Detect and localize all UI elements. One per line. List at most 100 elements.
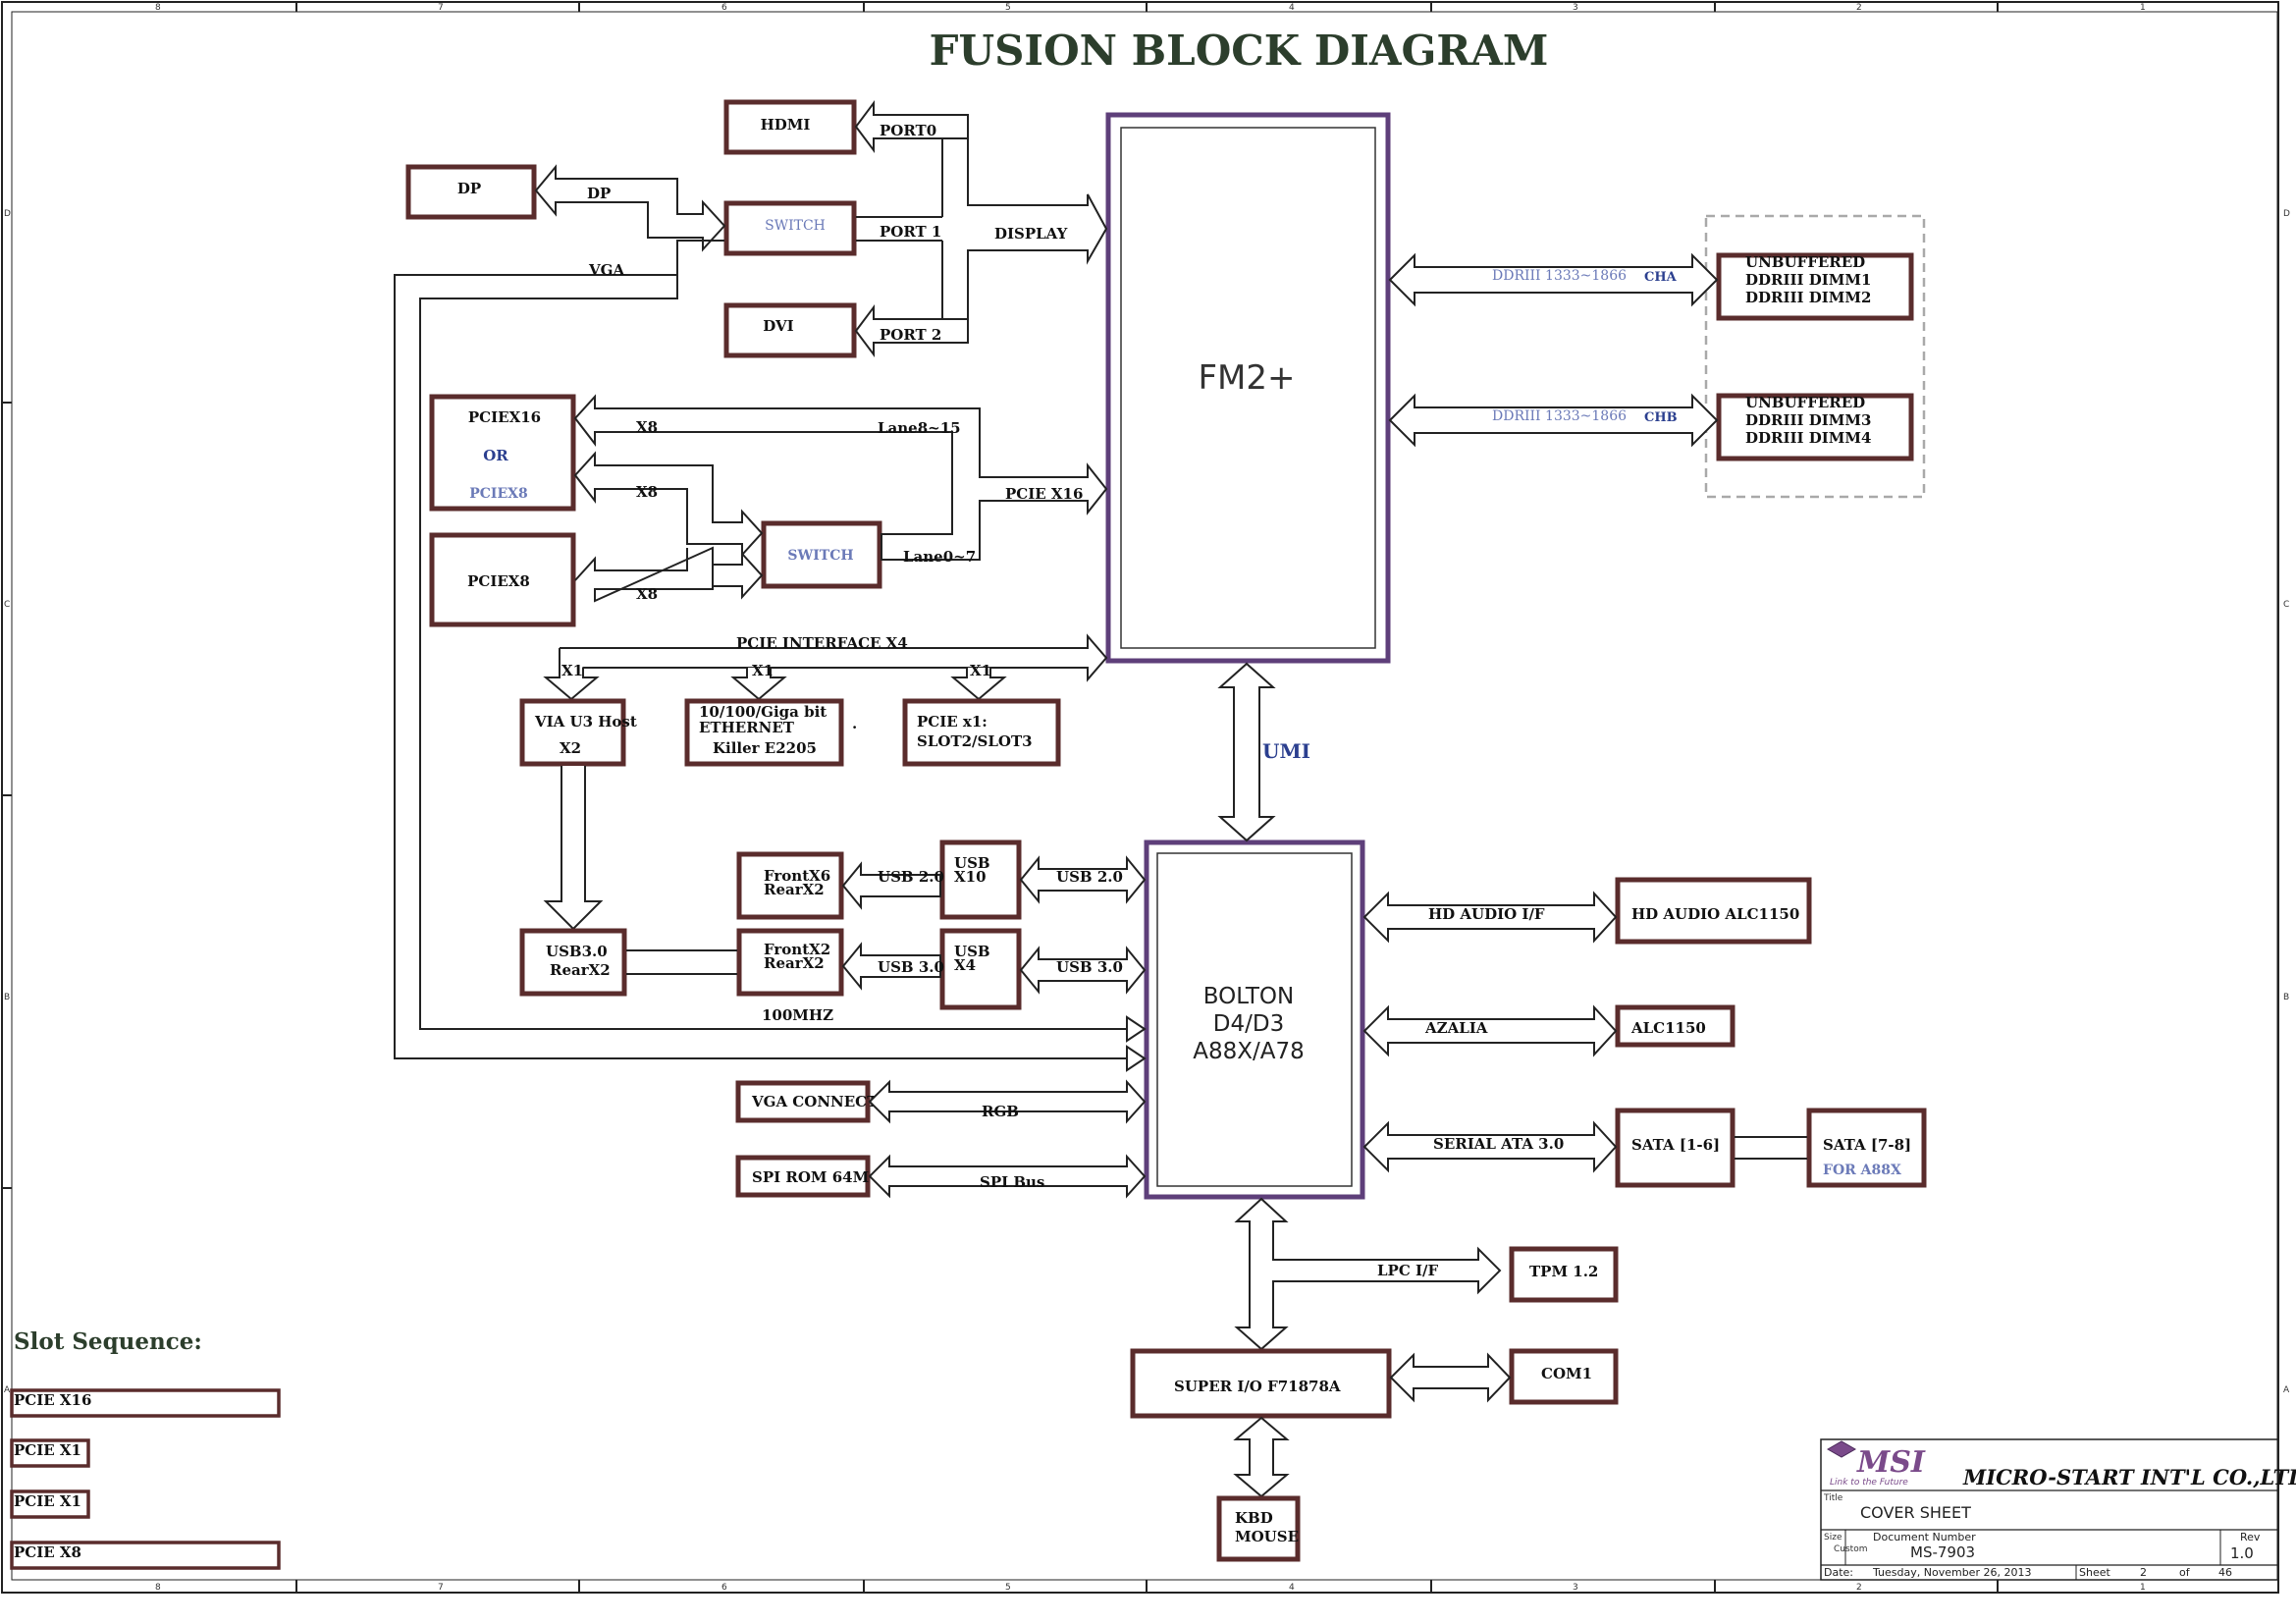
- pcie-x8-bottom-switch-arrow: [712, 551, 764, 600]
- of-field-label: of: [2179, 1566, 2191, 1579]
- col-label: 2: [1856, 1583, 1862, 1593]
- pcie-switch-label: SWITCH: [787, 548, 853, 564]
- ethernet-dot: .: [852, 715, 857, 732]
- col-label: 1: [2140, 3, 2146, 13]
- signal-vga: VGA: [588, 261, 624, 279]
- ethernet-line1: 10/100/Giga bit: [699, 703, 827, 721]
- usb30-rear-line2: RearX2: [550, 961, 611, 979]
- dimm-a-line3: DDRIII DIMM2: [1745, 289, 1871, 306]
- row-label: D: [4, 209, 11, 219]
- alc1150-block: [1615, 1004, 1735, 1048]
- via-u3-block: [519, 698, 626, 767]
- ethernet-line2: ETHERNET: [699, 719, 795, 736]
- signal-x1-c: X1: [970, 662, 991, 679]
- signal-port2: PORT 2: [880, 326, 941, 344]
- front-usb3-line1: FrontX2: [764, 941, 830, 958]
- col-label: 8: [155, 1583, 161, 1593]
- usb-x10-line1: USB: [954, 854, 990, 872]
- vga-connector-label: VGA CONNECTOR: [751, 1093, 903, 1110]
- signal-usb30-b: USB 3.0: [1056, 958, 1123, 976]
- signal-sata30: SERIAL ATA 3.0: [1433, 1135, 1564, 1153]
- col-label: 7: [438, 1583, 444, 1593]
- col-label: 4: [1289, 3, 1295, 13]
- col-label: 8: [155, 3, 161, 13]
- vga-spi-section: VGA CONNECTOR SPI ROM 64M RGB SPI Bus: [735, 1079, 1147, 1199]
- pcie-switch-block: [761, 520, 882, 589]
- col-label: 4: [1289, 1583, 1295, 1593]
- super-io-block: [1130, 1348, 1392, 1419]
- pcie-x16-label: PCIEX16: [468, 408, 541, 426]
- dimm-b-line3: DDRIII DIMM4: [1745, 429, 1871, 447]
- dimm-a-line1: UNBUFFERED: [1745, 253, 1865, 271]
- pcie-x1-slot-block: [902, 698, 1061, 767]
- sata-7-8-line2: FOR A88X: [1823, 1163, 1901, 1178]
- sheet-frame: 8 7 6 5 4 3 2 1 8 7 6 5 4 3 2 1 D C B A …: [1, 1, 2290, 1594]
- cpu-block: FM2+: [1105, 112, 1391, 664]
- usb-x10-line2: X10: [954, 868, 987, 886]
- front-usb3-line2: RearX2: [764, 954, 825, 972]
- diagram-title: FUSION BLOCK DIAGRAM: [930, 27, 1549, 75]
- row-label: C: [2283, 600, 2289, 610]
- signal-ddr-b: DDRIII 1333~1866: [1492, 408, 1627, 424]
- dimm-group-outline: [1704, 214, 1926, 499]
- signal-azalia: AZALIA: [1424, 1019, 1488, 1037]
- hdmi-block: [723, 99, 857, 155]
- row-label: A: [2283, 1385, 2290, 1395]
- dp-label: DP: [457, 180, 481, 197]
- signal-spi-bus: SPI Bus: [980, 1173, 1044, 1191]
- dvi-block: [723, 302, 857, 358]
- sheet-field-label: Sheet: [2079, 1566, 2110, 1579]
- usb3-hub-to-port-arrow: [841, 942, 941, 991]
- usb2-fch-arrow: [1019, 855, 1147, 904]
- com1-arrow: [1389, 1352, 1512, 1403]
- com1-label: COM1: [1541, 1365, 1592, 1382]
- docnum-field-label: Document Number: [1873, 1531, 1976, 1543]
- dp-block: [405, 164, 537, 220]
- azalia-bus-arrow: [1362, 1004, 1618, 1057]
- chb-bus-arrow: [1388, 393, 1719, 448]
- signal-umi: UMI: [1262, 739, 1310, 763]
- signal-x8-a: X8: [636, 418, 658, 436]
- usb30-rear-block: [519, 928, 627, 997]
- usb-x4-line1: USB: [954, 943, 990, 960]
- spi-rom-block: [735, 1155, 871, 1198]
- usb-x4-line2: X4: [954, 956, 976, 974]
- sata-bus-arrow: [1362, 1120, 1618, 1173]
- docnum-field-value: MS-7903: [1910, 1543, 1975, 1561]
- usb30-rear-line1: USB3.0: [546, 943, 608, 960]
- vga-arrowhead-1: [1126, 1015, 1147, 1043]
- signal-pcie-if-x4: PCIE INTERFACE X4: [736, 634, 908, 652]
- signal-cha: CHA: [1644, 270, 1678, 285]
- row-label: D: [2283, 209, 2290, 219]
- front-usb2-line2: RearX2: [764, 881, 825, 898]
- slot-item-label: PCIE X8: [14, 1543, 81, 1561]
- pcie-x8-alt-label: PCIEX8: [469, 486, 528, 502]
- logo-tagline: Link to the Future: [1830, 1478, 1908, 1488]
- col-label: 2: [1856, 3, 1862, 13]
- slot-item: [10, 1489, 90, 1519]
- usb2-hub-to-port-arrow: [841, 861, 941, 910]
- signal-ddr-a: DDRIII 1333~1866: [1492, 268, 1627, 284]
- signal-lpc: LPC I/F: [1377, 1262, 1438, 1279]
- usb3-fch-arrow: [1019, 946, 1147, 995]
- usb-x4-hub-block: [939, 928, 1022, 1010]
- tpm-block: [1509, 1246, 1619, 1303]
- vga-arrowhead-2: [1126, 1045, 1147, 1072]
- signal-usb20-b: USB 2.0: [1056, 868, 1123, 886]
- date-field-value: Tuesday, November 26, 2013: [1872, 1566, 2031, 1579]
- alc1150-label: ALC1150: [1630, 1019, 1706, 1037]
- pcie-x1-line1: PCIE x1:: [917, 713, 988, 731]
- rev-field-value: 1.0: [2230, 1544, 2254, 1562]
- pcie-x1-line2: SLOT2/SLOT3: [917, 732, 1033, 750]
- company-name: MICRO-START INT'L CO.,LTD.: [1962, 1465, 2296, 1489]
- signal-x8-c: X8: [636, 585, 658, 603]
- col-label: 6: [721, 3, 727, 13]
- dvi-label: DVI: [763, 317, 793, 335]
- display-switch-block: [723, 200, 857, 256]
- size-field-label: Size: [1824, 1533, 1842, 1543]
- dp-arrow: [534, 164, 726, 252]
- spi-rom-label: SPI ROM 64M: [752, 1168, 869, 1186]
- pcie-section: PCIEX16 OR PCIEX8 PCIEX8 SWITCH X8 X8 X8…: [429, 394, 1108, 767]
- row-label: B: [4, 993, 10, 1002]
- signal-x1-b: X1: [752, 662, 774, 679]
